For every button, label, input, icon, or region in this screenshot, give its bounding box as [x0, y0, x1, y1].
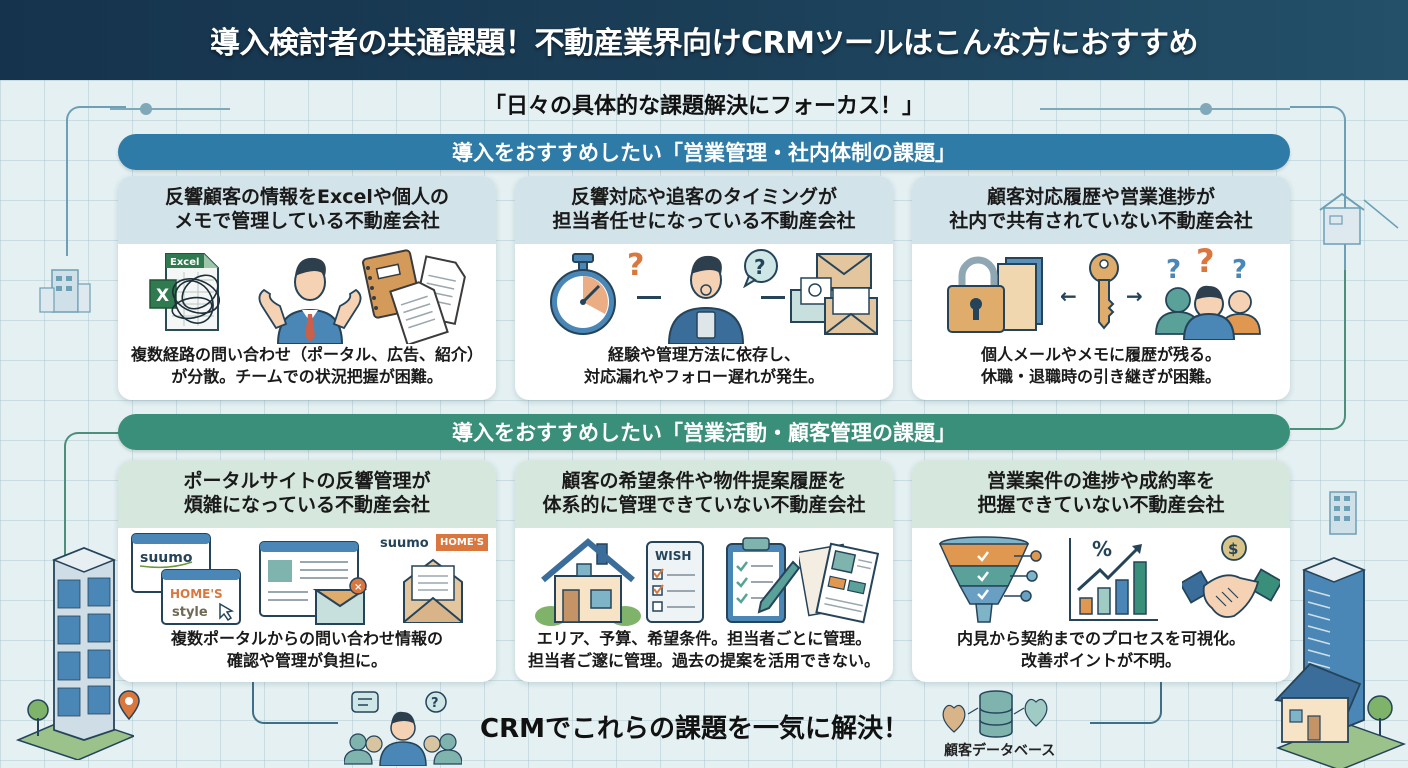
card-portal-response-management: ポータルサイトの反響管理が煩雑になっている不動産会社 suumo HOME'S …: [118, 460, 496, 682]
card-heading: 顧客の希望条件や物件提案履歴を体系的に管理できていない不動産会社: [515, 460, 893, 528]
svg-text:%: %: [1092, 537, 1112, 561]
section-banner-sales-management: 導入をおすすめしたい「営業管理・社内体制の課題」: [118, 134, 1290, 170]
house-icon: [535, 538, 641, 626]
tower-and-house-right-icon: [1274, 557, 1407, 768]
arrow-left-icon: ←: [1060, 284, 1077, 308]
browser-mail-error-icon: ×: [259, 541, 368, 625]
small-building-right-icon: [1329, 491, 1357, 535]
svg-text:suumo: suumo: [140, 550, 193, 566]
customer-database-label: 顧客データベース: [944, 743, 1056, 759]
connector-line-left-top: [66, 106, 126, 256]
handshake-dollar-icon: $: [1182, 535, 1280, 618]
clipboard-pencil-icon: [726, 537, 801, 623]
svg-text:×: ×: [354, 582, 362, 593]
card-customer-preferences: 顧客の希望条件や物件提案履歴を体系的に管理できていない不動産会社 WISH: [515, 460, 893, 682]
portal-windows-icon: suumo HOME'S style: [131, 533, 241, 625]
svg-text:?: ?: [754, 255, 766, 279]
card-heading: 営業案件の進捗や成約率を把握できていない不動産会社: [912, 460, 1290, 528]
customer-database-icon: [942, 690, 1048, 738]
svg-text:X: X: [156, 286, 169, 306]
subtitle-deco-line-left: [110, 108, 230, 110]
open-envelope-icon: [403, 558, 463, 623]
card-description: 複数経路の問い合わせ（ポータル、広告、紹介）が分散。チームでの状況把握が困難。: [130, 345, 483, 386]
envelopes-icon: [790, 253, 878, 335]
footer-message: CRMでこれらの課題を一気に解決！: [480, 714, 909, 744]
wish-list-icon: WISH: [646, 541, 704, 623]
card-description: 内見から契約までのプロセスを可視化。改善ポイントが不明。: [956, 629, 1245, 670]
office-building-left-icon: [15, 547, 134, 760]
confused-team-icon: ? ? ?: [1155, 244, 1261, 340]
card-description: 個人メールやメモに履歴が残る。休職・退職時の引き継ぎが困難。: [980, 345, 1221, 386]
location-pin-icon: [118, 690, 140, 720]
card-heading: 反響顧客の情報をExcelや個人のメモで管理している不動産会社: [118, 176, 496, 244]
small-building-left-icon: [39, 269, 91, 313]
page-title: 導入検討者の共通課題！不動産業界向けCRMツールはこんな方におすすめ: [210, 26, 1198, 61]
svg-text:style: style: [172, 605, 208, 620]
connector-line-right-top: [1290, 106, 1346, 296]
card-heading: 反響対応や追客のタイミングが担当者任せになっている不動産会社: [515, 176, 893, 244]
growth-chart-icon: %: [1069, 537, 1158, 621]
svg-text:?: ?: [1166, 255, 1181, 285]
card-description: エリア、予算、希望条件。担当者ごとに管理。担当者ご𨗉に管理。過去の提案を活用でき…: [527, 629, 880, 670]
card-heading: 顧客対応履歴や営業進捗が社内で共有されていない不動産会社: [912, 176, 1290, 244]
homes-logo: HOME'S: [436, 534, 488, 551]
excel-tangled-icon: Excel X: [149, 253, 221, 331]
card-history-not-shared: 顧客対応履歴や営業進捗が社内で共有されていない不動産会社 ← → ? ? ?: [912, 176, 1290, 400]
svg-text:?: ?: [431, 696, 439, 711]
notebook-documents-icon: [362, 249, 466, 344]
card-sales-progress: 営業案件の進捗や成約率を把握できていない不動産会社 % $: [912, 460, 1290, 682]
subtitle-deco-dot-right: [1200, 103, 1212, 115]
suumo-logo: suumo: [380, 536, 429, 551]
card-follow-up-timing: 反響対応や追客のタイミングが担当者任せになっている不動産会社 ? ?: [515, 176, 893, 400]
subtitle: 「日々の具体的な課題解決にフォーカス！」: [483, 94, 924, 119]
speech-question-icon: ?: [743, 249, 778, 288]
card-description: 複数ポータルからの問い合わせ情報の確認や管理が負担に。: [170, 629, 443, 670]
svg-text:?: ?: [1232, 255, 1247, 285]
confused-businessman-icon: [258, 257, 362, 344]
dash-separator: [637, 296, 661, 299]
team-chat-icon: ?: [344, 691, 462, 766]
card-excel-memo-management: 反響顧客の情報をExcelや個人のメモで管理している不動産会社 Excel X: [118, 176, 496, 400]
svg-text:$: $: [1228, 540, 1238, 558]
connector-line-right-mid: [1290, 270, 1346, 430]
svg-text:?: ?: [1196, 244, 1215, 280]
dash-separator: [761, 296, 785, 299]
connector-arrow-left-bottom: [252, 682, 338, 724]
subtitle-deco-dot-left: [140, 103, 152, 115]
connector-line-left-mid: [64, 432, 120, 572]
card-heading: ポータルサイトの反響管理が煩雑になっている不動産会社: [118, 460, 496, 528]
title-bar: 導入検討者の共通課題！不動産業界向けCRMツールはこんな方におすすめ: [0, 0, 1408, 80]
stopwatch-icon: [550, 253, 616, 335]
connector-arrow-right-bottom: [1090, 682, 1162, 724]
question-mark-icon: ?: [627, 248, 645, 283]
property-flyers-icon: [799, 542, 879, 624]
svg-text:HOME'S: HOME'S: [170, 587, 223, 601]
thinking-businessman-icon: [667, 255, 745, 344]
svg-text:WISH: WISH: [655, 549, 691, 563]
section-banner-sales-activity: 導入をおすすめしたい「営業活動・顧客管理の課題」: [118, 414, 1290, 450]
subtitle-deco-line-right: [1040, 108, 1290, 110]
key-icon: [1089, 253, 1119, 330]
sales-funnel-icon: [938, 536, 1042, 623]
arrow-right-icon: →: [1126, 284, 1143, 308]
svg-text:Excel: Excel: [170, 257, 199, 268]
small-house-right-icon: [1319, 192, 1399, 245]
padlock-folder-icon: [947, 256, 1043, 333]
card-description: 経験や管理方法に依存し、対応漏れやフォロー遅れが発生。: [583, 345, 824, 386]
